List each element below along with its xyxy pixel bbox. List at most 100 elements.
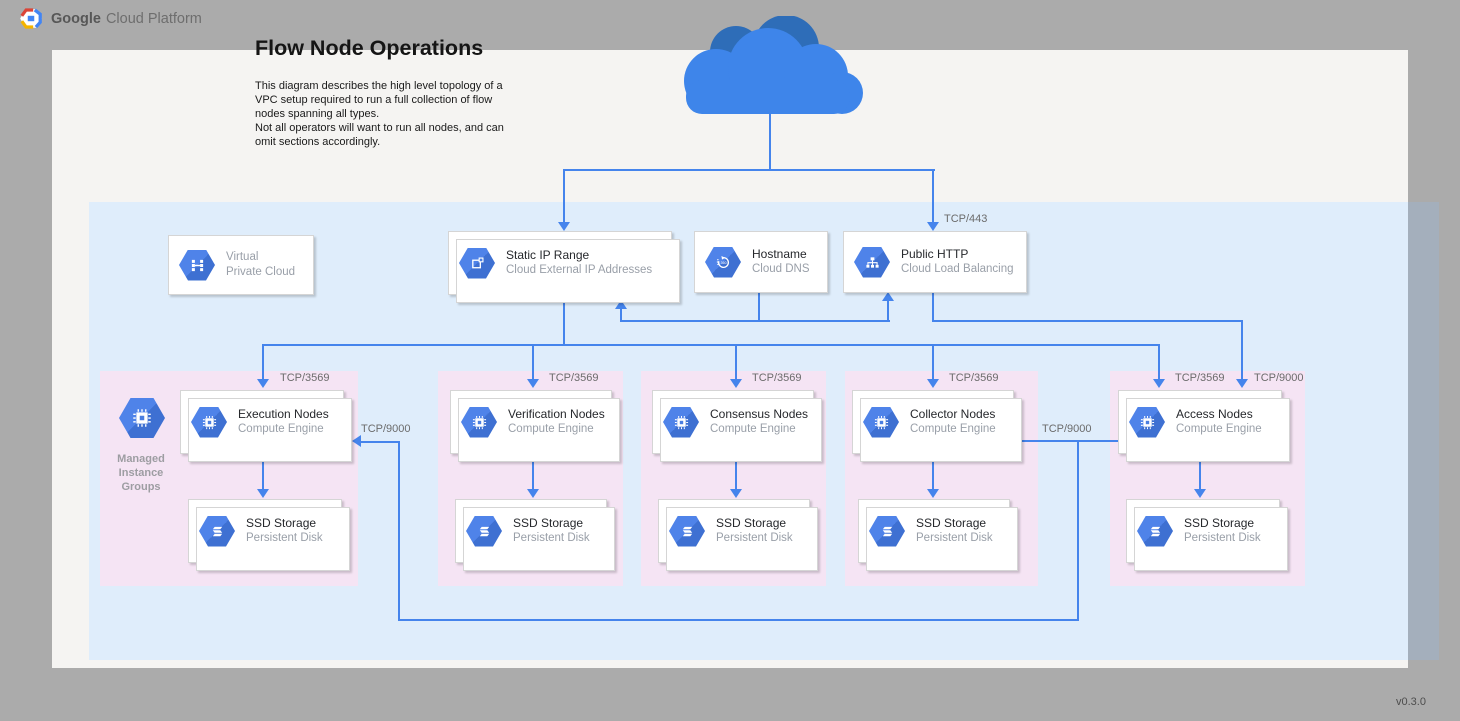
managed-instance-groups-icon (119, 398, 165, 438)
arrowhead-up (882, 292, 894, 301)
card-subtitle: Cloud Load Balancing (901, 263, 1014, 276)
managed-instance-groups-label: Managed Instance Groups (117, 453, 165, 493)
connector (887, 301, 889, 321)
persistent-disk-icon (869, 515, 905, 547)
port-label: TCP/3569 (949, 372, 999, 384)
arrowhead-down (527, 379, 539, 388)
arrowhead-up (615, 300, 627, 309)
arrowhead-down (730, 489, 742, 498)
compute-engine-icon (1129, 406, 1165, 438)
connector (532, 344, 534, 380)
load-balancer-icon (854, 246, 890, 278)
persistent-disk-icon (1137, 515, 1173, 547)
card-title: Hostname (752, 246, 807, 261)
persistent-disk-icon (669, 515, 705, 547)
connector (735, 344, 737, 380)
page-description: This diagram describes the high level to… (255, 80, 504, 148)
arrowhead-down (527, 489, 539, 498)
card-title: SSD Storage (916, 515, 987, 530)
connector (620, 309, 622, 321)
card-title: SSD Storage (246, 515, 317, 530)
card-title: Access Nodes (1176, 406, 1253, 421)
arrowhead-down (1194, 489, 1206, 498)
card-title: Public HTTP (901, 246, 969, 261)
version-label: v0.3.0 (1396, 696, 1426, 708)
card-subtitle: Compute Engine (710, 423, 796, 436)
card-subtitle: Persistent Disk (513, 532, 590, 545)
arrowhead-down (927, 489, 939, 498)
compute-engine-icon (663, 406, 699, 438)
connector-bottom-return (398, 619, 1079, 621)
port-label-tcp9000: TCP/9000 (1042, 423, 1092, 435)
public-http-card[interactable]: Public HTTP Cloud Load Balancing (843, 231, 1027, 293)
connector (932, 344, 934, 380)
card-subtitle: Persistent Disk (716, 532, 793, 545)
arrowhead-down (257, 379, 269, 388)
card-title: SSD Storage (1184, 515, 1255, 530)
connector-return-bus (620, 320, 890, 322)
arrowhead-down (927, 379, 939, 388)
card-subtitle: Compute Engine (1176, 423, 1262, 436)
card-title: Verification Nodes (508, 406, 605, 421)
connector (398, 441, 400, 621)
compute-engine-icon (191, 406, 227, 438)
arrowhead-down (1236, 379, 1248, 388)
connector-main-bus (262, 344, 1160, 346)
connector (1199, 460, 1201, 490)
port-label: TCP/3569 (752, 372, 802, 384)
cloud-icon (684, 16, 863, 114)
virtual-private-cloud-card[interactable]: Virtual Private Cloud (168, 235, 314, 295)
connector (361, 441, 399, 443)
arrowhead-down (730, 379, 742, 388)
port-label: TCP/3569 (1175, 372, 1225, 384)
port-label: TCP/9000 (1254, 372, 1304, 384)
card-title: Collector Nodes (910, 406, 996, 421)
connector-cloud-stem (769, 112, 771, 170)
connector (1241, 320, 1243, 380)
card-title: SSD Storage (513, 515, 584, 530)
persistent-disk-icon (199, 515, 235, 547)
card-subtitle: Persistent Disk (916, 532, 993, 545)
port-label: TCP/3569 (549, 372, 599, 384)
card-subtitle: Cloud External IP Addresses (506, 264, 653, 277)
port-label-tcp9000: TCP/9000 (361, 423, 411, 435)
connector (932, 460, 934, 490)
connector-top-bus (563, 169, 935, 171)
port-label-tcp443: TCP/443 (944, 213, 988, 225)
vpc-zone-overflow (1408, 202, 1439, 660)
connector (1077, 441, 1079, 621)
arrowhead-left (352, 435, 361, 447)
connector (758, 291, 760, 321)
cloud-dns-icon: 360 (705, 246, 741, 278)
connector (262, 460, 264, 490)
card-subtitle: Cloud DNS (752, 263, 810, 276)
connector (563, 299, 565, 345)
connector (563, 169, 565, 222)
connector (932, 320, 1243, 322)
connector (735, 460, 737, 490)
arrowhead-down (1153, 379, 1165, 388)
connector (262, 344, 264, 380)
card-subtitle: Persistent Disk (246, 532, 323, 545)
card-label: Virtual Private Cloud (226, 251, 296, 278)
page-title: Flow Node Operations (255, 36, 484, 60)
arrowhead-down (257, 489, 269, 498)
external-ip-icon (459, 247, 495, 279)
connector (932, 291, 934, 322)
